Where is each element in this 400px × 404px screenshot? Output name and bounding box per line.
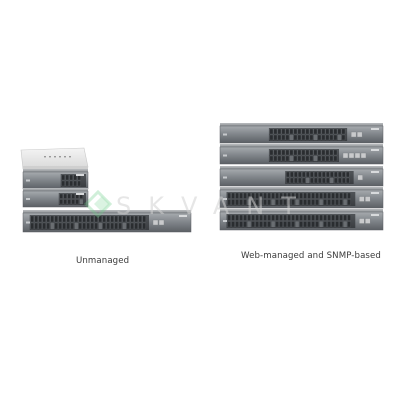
- desktop-switch: [20, 147, 89, 171]
- rack-switch: [22, 210, 192, 233]
- rack-switch: [219, 144, 384, 165]
- managed-switch-group: [219, 123, 384, 231]
- rack-switch: [22, 169, 89, 190]
- rack-switch: [219, 187, 384, 209]
- caption-unmanaged: Unmanaged: [76, 256, 130, 266]
- rack-switch: [219, 209, 384, 231]
- caption-web-managed: Web-managed and SNMP-based: [241, 251, 381, 261]
- rack-switch: [219, 123, 384, 144]
- unmanaged-switch-group: [20, 147, 192, 233]
- rack-switch: [22, 188, 89, 208]
- rack-switch: [219, 166, 384, 187]
